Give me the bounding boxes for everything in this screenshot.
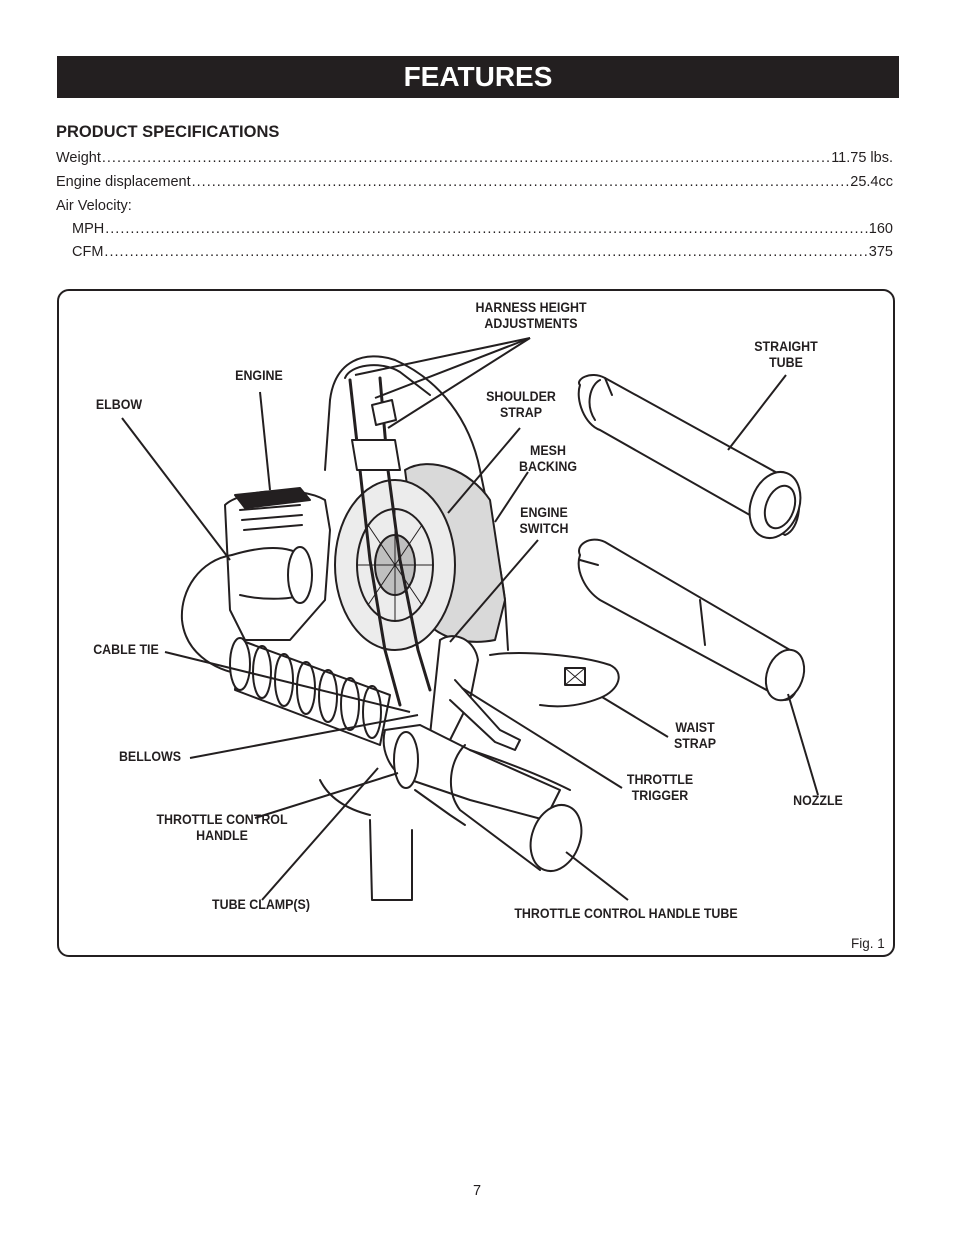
callout-throttle-trigger: THROTTLE TRIGGER xyxy=(619,772,702,804)
section-title: FEATURES xyxy=(403,61,553,92)
callout-line: ENGINE xyxy=(520,505,568,520)
callout-line: ADJUSTMENTS xyxy=(484,316,578,331)
figure-caption: Fig. 1 xyxy=(851,936,885,951)
callout-line: THROTTLE CONTROL HANDLE TUBE xyxy=(514,906,738,921)
callout-throttle-control-handle: THROTTLE CONTROL HANDLE xyxy=(151,812,293,844)
spec-value: 11.75 lbs. xyxy=(831,150,893,166)
waist-strap xyxy=(319,652,620,901)
dot-leader: ........................................… xyxy=(105,221,868,237)
dot-leader: ........................................… xyxy=(191,174,850,190)
callout-line: ELBOW xyxy=(95,397,143,412)
nozzle-tube xyxy=(577,538,806,702)
spec-row-engine-displacement: Engine displacement ....................… xyxy=(56,172,893,192)
callout-bellows: BELLOWS xyxy=(113,749,187,765)
callout-line: STRAP xyxy=(673,736,717,751)
spec-row-weight: Weight .................................… xyxy=(56,148,893,168)
spec-value: 160 xyxy=(868,221,893,237)
callout-engine-switch: ENGINE SWITCH xyxy=(511,505,577,537)
callout-line: MESH xyxy=(530,443,566,458)
callout-line: CABLE TIE xyxy=(93,642,159,657)
leader-lines xyxy=(121,337,819,901)
callout-line: THROTTLE xyxy=(626,772,694,787)
callout-line: BACKING xyxy=(519,459,577,474)
callout-line: HANDLE xyxy=(196,828,248,843)
callout-line: THROTTLE CONTROL xyxy=(156,812,288,827)
section-header-bar: FEATURES xyxy=(57,56,899,98)
shoulder-straps xyxy=(348,376,432,707)
spec-row-mph: MPH ....................................… xyxy=(72,219,893,239)
dot-leader: ........................................… xyxy=(101,150,831,166)
callout-line: TUBE CLAMP(S) xyxy=(212,897,310,912)
spec-label: MPH xyxy=(72,221,105,237)
throttle-handle xyxy=(414,635,521,826)
callout-harness-height-adjustments: HARNESS HEIGHT ADJUSTMENTS xyxy=(471,300,591,332)
callout-line: SHOULDER xyxy=(486,389,556,404)
spec-row-cfm: CFM ....................................… xyxy=(72,242,893,262)
callout-elbow: ELBOW xyxy=(91,397,146,413)
callout-throttle-control-handle-tube: THROTTLE CONTROL HANDLE TUBE xyxy=(506,906,745,922)
callout-line: TUBE xyxy=(769,355,803,370)
callout-line: BELLOWS xyxy=(118,749,182,764)
straight-tube xyxy=(577,374,802,539)
dot-leader: ........................................… xyxy=(104,244,868,260)
callout-line: HARNESS HEIGHT xyxy=(475,300,587,315)
callout-line: SWITCH xyxy=(519,521,569,536)
callout-straight-tube: STRAIGHT TUBE xyxy=(745,339,828,371)
callout-line: ENGINE xyxy=(235,368,283,383)
spec-value: 375 xyxy=(868,244,893,260)
callout-line: NOZZLE xyxy=(793,793,843,808)
callout-line: WAIST xyxy=(675,720,715,735)
callout-nozzle: NOZZLE xyxy=(787,793,850,809)
page-number: 7 xyxy=(472,1183,482,1199)
bellows xyxy=(229,637,391,746)
spec-label: Weight xyxy=(56,150,101,166)
elbow xyxy=(180,546,313,676)
callout-engine: ENGINE xyxy=(227,368,291,384)
callout-tube-clamps: TUBE CLAMP(S) xyxy=(206,897,316,913)
callout-line: STRAP xyxy=(499,405,543,420)
spec-label: Engine displacement xyxy=(56,174,191,190)
callout-mesh-backing: MESH BACKING xyxy=(511,443,585,475)
callout-line: STRAIGHT xyxy=(754,339,818,354)
spec-value: 25.4cc xyxy=(850,174,893,190)
callout-waist-strap: WAIST STRAP xyxy=(663,720,727,752)
callout-line: TRIGGER xyxy=(631,788,689,803)
callout-shoulder-strap: SHOULDER STRAP xyxy=(480,389,563,421)
spec-row-air-velocity: Air Velocity: xyxy=(56,196,893,216)
fan-housing xyxy=(334,479,456,651)
callout-cable-tie: CABLE TIE xyxy=(89,642,163,658)
spec-label: CFM xyxy=(72,244,104,260)
specifications-heading: PRODUCT SPECIFICATIONS xyxy=(56,123,280,141)
figure-frame xyxy=(57,289,895,957)
spec-label: Air Velocity: xyxy=(56,198,132,214)
